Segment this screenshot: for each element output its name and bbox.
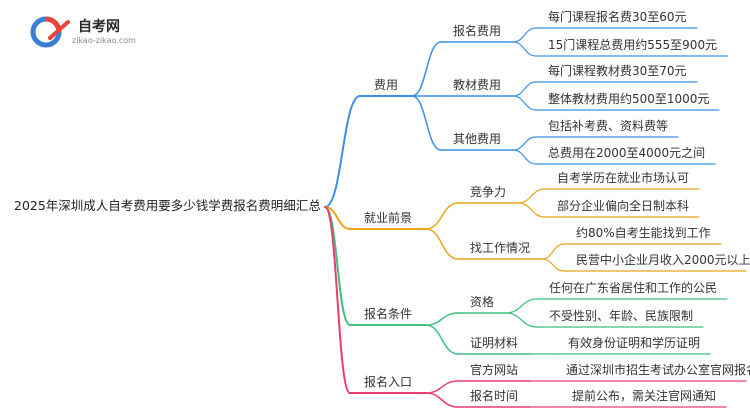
connector-node-leaf [505, 312, 538, 328]
branch-requirements: 报名条件 [364, 307, 413, 321]
connector-root-branch [324, 206, 351, 394]
leaf: 每门课程教材费30至70元 [548, 64, 687, 78]
logo-subtitle: zikao-zikao.com [72, 36, 136, 45]
leaf: 整体教材费用约500至1000元 [548, 92, 710, 106]
connector-node-leaf [505, 298, 538, 314]
node-other-fees: 其他费用 [453, 132, 502, 146]
leaf: 包括补考费、资料费等 [548, 119, 669, 133]
connector-root-branch [324, 95, 361, 208]
node-textbook-fee: 教材费用 [453, 78, 502, 92]
root-topic: 2025年深圳成人自考费用要多少钱学费报名费明细汇总 [14, 198, 321, 213]
leaf: 不受性别、年龄、民族限制 [549, 309, 694, 323]
branch-employment: 就业前景 [364, 211, 413, 225]
connector-node-leaf [512, 136, 537, 151]
connector-node-leaf [512, 27, 537, 43]
leaf: 有效身份证明和学历证明 [568, 336, 701, 350]
node-competitiveness: 竞争力 [470, 185, 507, 199]
branch-fees: 费用 [374, 78, 399, 92]
node-registration-fee: 报名费用 [453, 24, 502, 38]
leaf: 民营中小企业月收入2000元以上 [576, 253, 750, 267]
connector-node-leaf [517, 188, 546, 204]
leaf: 15门课程总费用约555至900元 [548, 38, 718, 52]
connector-node-leaf [512, 149, 537, 165]
logo-icon [30, 16, 70, 48]
connector-node-leaf [541, 258, 565, 272]
connector-branch-node [425, 228, 459, 260]
connector-node-leaf [512, 81, 537, 97]
node-job-search: 找工作情况 [470, 241, 531, 255]
connector-node-leaf [517, 202, 546, 218]
connector-branch-node [411, 95, 442, 151]
node-eligibility: 资格 [470, 295, 495, 309]
connector-branch-node [425, 380, 459, 394]
node-registration-time: 报名时间 [470, 389, 519, 403]
connector-branch-node [425, 312, 459, 326]
logo-title: 自考网 [78, 19, 120, 35]
connector-branch-node [425, 324, 459, 355]
connector-branch-node [425, 202, 459, 230]
leaf: 任何在广东省居住和工作的公民 [549, 281, 718, 295]
connector-node-leaf [541, 243, 565, 260]
connector-branch-node [411, 41, 442, 97]
leaf: 约80%自考生能找到工作 [576, 226, 711, 240]
branch-registration-entry: 报名入口 [364, 375, 413, 389]
leaf: 总费用在2000至4000元之间 [548, 146, 706, 160]
connector-root-branch [324, 206, 351, 230]
node-documents: 证明材料 [470, 336, 519, 350]
leaf: 自考学历在就业市场认可 [557, 171, 690, 185]
connector-node-leaf [512, 95, 537, 111]
leaf: 部分企业偏向全日制本科 [557, 199, 690, 213]
leaf: 提前公布，需关注官网通知 [572, 389, 717, 403]
connector-branch-node [425, 392, 459, 408]
site-logo[interactable]: 自考网 zikao-zikao.com [28, 12, 153, 52]
connector-node-leaf [512, 41, 537, 57]
leaf: 每门课程报名费30至60元 [548, 10, 687, 24]
node-official-website: 官方网站 [470, 363, 519, 377]
leaf: 通过深圳市招生考试办公室官网报名 [566, 363, 750, 377]
